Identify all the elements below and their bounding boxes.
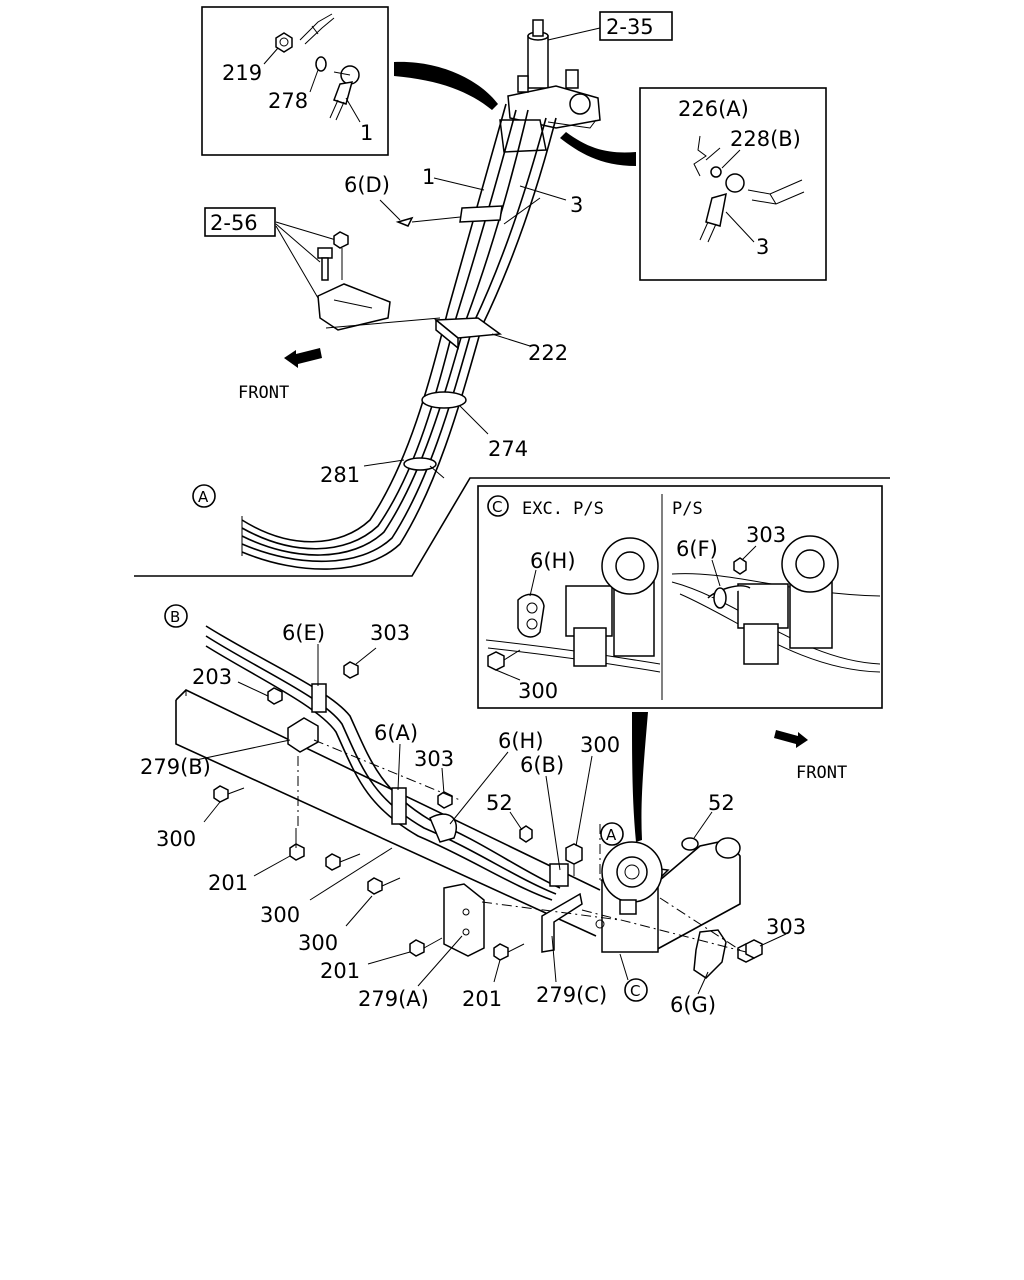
ref-2-35-label: 2-35 bbox=[606, 15, 654, 39]
label-228b: 228(B) bbox=[730, 127, 801, 151]
label-3-inset: 3 bbox=[756, 235, 769, 259]
label-52-b: 52 bbox=[708, 791, 735, 815]
label-222: 222 bbox=[528, 341, 568, 365]
label-300-box: 300 bbox=[518, 679, 558, 703]
front-arrow-icon bbox=[774, 730, 808, 748]
label-219: 219 bbox=[222, 61, 262, 85]
label-300-b: 300 bbox=[580, 733, 620, 757]
inset-c-steering: C EXC. P/S P/S 6(H) 300 6(F) bbox=[477, 485, 883, 709]
inset-226-228: 226(A) 228(B) 3 bbox=[639, 87, 827, 281]
label-303-box: 303 bbox=[746, 523, 786, 547]
label-303-b: 303 bbox=[414, 747, 454, 771]
label-6h: 6(H) bbox=[498, 729, 544, 753]
inset-219-278: 219 278 1 bbox=[201, 6, 389, 156]
label-279a: 279(A) bbox=[358, 987, 429, 1011]
label-201-c: 201 bbox=[462, 987, 502, 1011]
pipe-bundle bbox=[241, 103, 557, 570]
label-6f: 6(F) bbox=[676, 537, 718, 561]
label-226a: 226(A) bbox=[678, 97, 749, 121]
label-6a: 6(A) bbox=[374, 721, 418, 745]
label-303-c: 303 bbox=[766, 915, 806, 939]
reference-2-56[interactable]: 2-56 bbox=[204, 207, 276, 237]
circle-a-mid: A bbox=[606, 826, 617, 844]
label-300-c: 300 bbox=[260, 903, 300, 927]
label-281: 281 bbox=[320, 463, 360, 487]
reference-2-35[interactable]: 2-35 bbox=[599, 11, 673, 41]
callout-wedge-icon bbox=[560, 132, 636, 166]
label-6d: 6(D) bbox=[344, 173, 390, 197]
label-exc-ps: EXC. P/S bbox=[522, 499, 604, 519]
label-52-a: 52 bbox=[486, 791, 513, 815]
callout-wedge-icon bbox=[394, 61, 498, 110]
circle-c-box: C bbox=[492, 498, 502, 516]
relay-valve-assembly bbox=[499, 19, 601, 153]
label-201-a: 201 bbox=[208, 871, 248, 895]
ref-2-56-label: 2-56 bbox=[210, 211, 258, 235]
circle-b: B bbox=[170, 608, 180, 626]
label-6b: 6(B) bbox=[520, 753, 564, 777]
label-300-a: 300 bbox=[156, 827, 196, 851]
label-1-main: 1 bbox=[422, 165, 435, 189]
label-203: 203 bbox=[192, 665, 232, 689]
label-279b: 279(B) bbox=[140, 755, 211, 779]
label-300-d: 300 bbox=[298, 931, 338, 955]
front-label-right: FRONT bbox=[796, 763, 847, 783]
label-3-main: 3 bbox=[570, 193, 583, 217]
label-1-inset: 1 bbox=[360, 121, 373, 145]
lower-frame-assembly bbox=[175, 625, 763, 979]
circle-a-top: A bbox=[198, 488, 209, 506]
front-label-top: FRONT bbox=[238, 383, 289, 403]
front-arrow-icon bbox=[284, 348, 322, 368]
label-6e: 6(E) bbox=[282, 621, 325, 645]
label-279c: 279(C) bbox=[536, 983, 607, 1007]
circle-c-bottom: C bbox=[630, 982, 640, 1000]
label-278: 278 bbox=[268, 89, 308, 113]
callout-wedge-icon bbox=[632, 712, 648, 842]
label-6g: 6(G) bbox=[670, 993, 716, 1017]
label-ps: P/S bbox=[672, 499, 703, 519]
label-201-b: 201 bbox=[320, 959, 360, 983]
label-303-a: 303 bbox=[370, 621, 410, 645]
label-6h-box: 6(H) bbox=[530, 549, 576, 573]
label-274: 274 bbox=[488, 437, 528, 461]
